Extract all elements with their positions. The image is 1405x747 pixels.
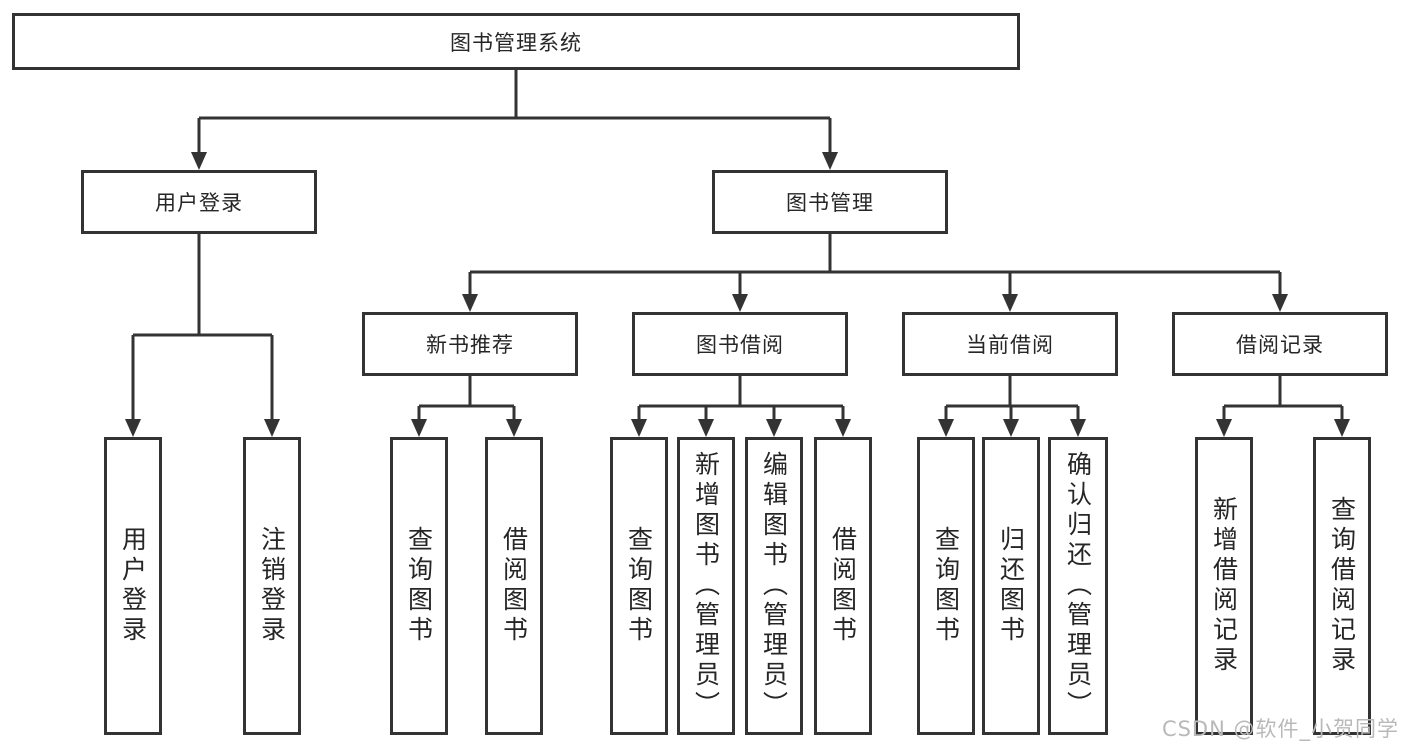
node-label: 借阅记录 [1236,333,1324,357]
node-label: 当前借阅 [966,333,1054,357]
leaf-recommend-borrow-books: 借阅图书 [485,437,543,735]
leaf-label: 归还图书 [996,526,1026,646]
leaf-label: 查询图书 [931,526,961,646]
node-system-root: 图书管理系统 [12,13,1020,70]
csdn-watermark: CSDN @软件_小贺同学 [1161,717,1399,741]
node-user-login: 用户登录 [81,170,317,234]
leaf-user-login: 用户登录 [104,437,162,735]
leaf-edit-books-admin: 编辑图书（管理员） [745,437,803,735]
leaf-current-query-books: 查询图书 [917,437,975,735]
leaf-borrow-books: 借阅图书 [814,437,872,735]
leaf-label: 借阅图书 [499,526,529,646]
leaf-label: 借阅图书 [828,526,858,646]
node-label: 图书管理 [786,191,874,215]
leaf-confirm-return-admin: 确认归还（管理员） [1048,437,1108,735]
leaf-recommend-query-books: 查询图书 [390,437,448,735]
leaf-label: 查询借阅记录 [1327,496,1357,676]
leaf-label: 确认归还（管理员） [1063,451,1093,721]
node-label: 新书推荐 [426,333,514,357]
leaf-label: 用户登录 [118,526,148,646]
node-borrow-records: 借阅记录 [1172,312,1388,376]
node-label: 用户登录 [155,191,243,215]
leaf-label: 查询图书 [624,526,654,646]
leaf-query-borrow-record: 查询借阅记录 [1313,437,1371,735]
leaf-logout: 注销登录 [243,437,301,735]
leaf-label: 注销登录 [257,526,287,646]
node-book-management: 图书管理 [712,170,948,234]
node-label: 图书借阅 [696,333,784,357]
leaf-label: 查询图书 [404,526,434,646]
node-label: 图书管理系统 [450,30,582,55]
leaf-return-books: 归还图书 [982,437,1040,735]
node-book-borrow: 图书借阅 [632,312,848,376]
node-current-borrow: 当前借阅 [902,312,1118,376]
node-new-book-recommend: 新书推荐 [362,312,578,376]
leaf-label: 新增图书（管理员） [691,451,721,721]
leaf-label: 新增借阅记录 [1209,496,1239,676]
leaf-label: 编辑图书（管理员） [759,451,789,721]
leaf-add-books-admin: 新增图书（管理员） [677,437,735,735]
leaf-borrow-query-books: 查询图书 [610,437,668,735]
leaf-add-borrow-record: 新增借阅记录 [1195,437,1253,735]
